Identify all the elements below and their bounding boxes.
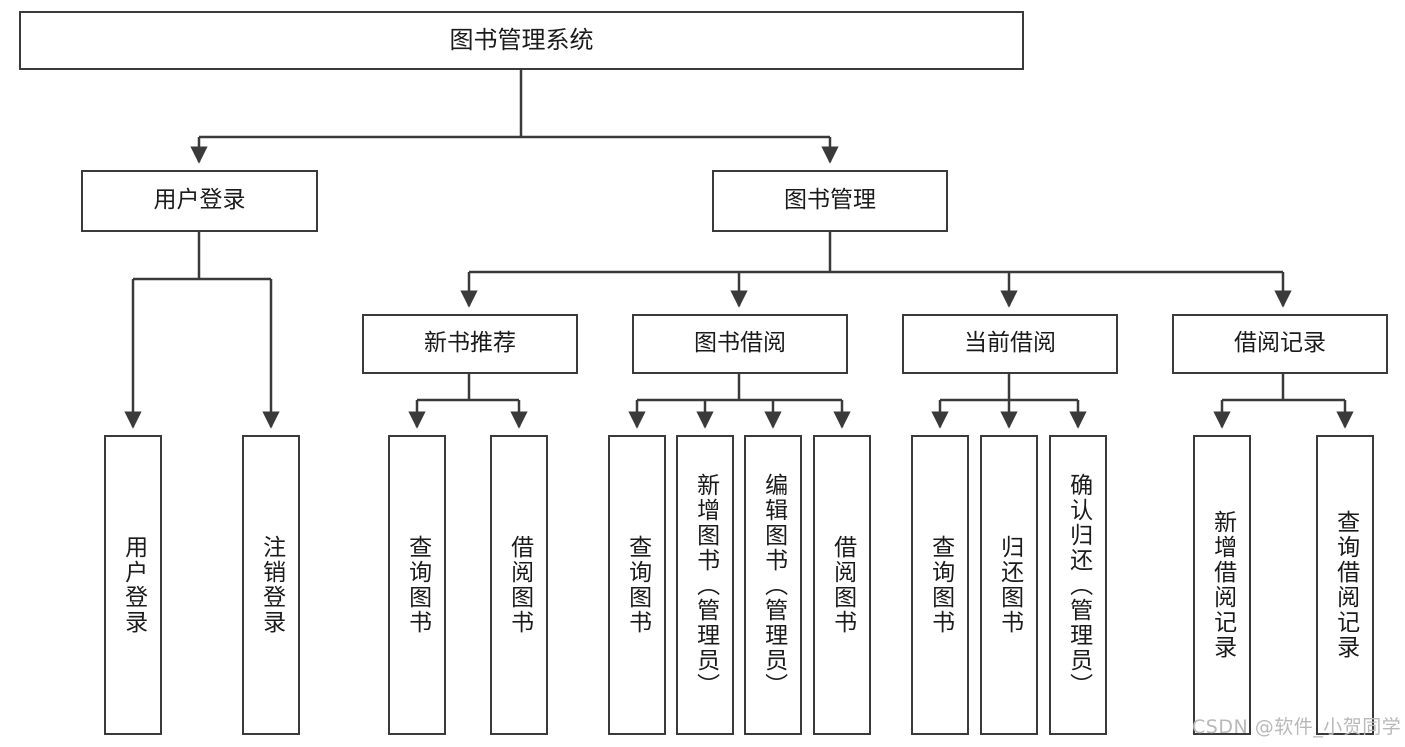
leaf-borrow-edit-book-admin[interactable]: 编辑图书（管理员）: [744, 435, 802, 735]
leaf-new-book-borrow-books[interactable]: 借阅图书: [490, 435, 548, 735]
node-current-borrowing[interactable]: 当前借阅: [902, 314, 1118, 374]
node-label: 确认归还（管理员）: [1065, 472, 1092, 698]
leaf-borrow-add-book-admin[interactable]: 新增图书（管理员）: [676, 435, 734, 735]
node-label: 查询借阅记录: [1332, 510, 1359, 660]
node-book-management[interactable]: 图书管理: [712, 170, 948, 232]
leaf-logout[interactable]: 注销登录: [242, 435, 300, 735]
node-label: 借阅图书: [829, 535, 856, 635]
node-book-borrowing[interactable]: 图书借阅: [632, 314, 848, 374]
node-new-book-recommendation[interactable]: 新书推荐: [362, 314, 578, 374]
node-label: 用户登录: [153, 187, 246, 214]
node-label: 新增借阅记录: [1209, 510, 1236, 660]
leaf-records-add-record[interactable]: 新增借阅记录: [1193, 435, 1251, 735]
leaf-current-confirm-return-admin[interactable]: 确认归还（管理员）: [1049, 435, 1107, 735]
node-label: 当前借阅: [964, 330, 1056, 357]
leaf-new-book-query-books[interactable]: 查询图书: [388, 435, 446, 735]
node-borrowing-records[interactable]: 借阅记录: [1172, 314, 1388, 374]
leaf-current-query-books[interactable]: 查询图书: [911, 435, 969, 735]
node-label: 查询图书: [927, 535, 954, 635]
node-label: 图书管理系统: [449, 26, 594, 55]
node-label: 图书管理: [784, 187, 876, 214]
node-label: 新增图书（管理员）: [692, 472, 719, 698]
node-label: 借阅图书: [506, 535, 533, 635]
leaf-user-login[interactable]: 用户登录: [104, 435, 162, 735]
node-root-book-management-system[interactable]: 图书管理系统: [19, 11, 1024, 70]
leaf-records-query-record[interactable]: 查询借阅记录: [1316, 435, 1374, 735]
leaf-current-return-books[interactable]: 归还图书: [980, 435, 1038, 735]
node-label: 查询图书: [624, 535, 651, 635]
node-label: 新书推荐: [424, 330, 516, 357]
node-label: 归还图书: [996, 535, 1023, 635]
node-label: 编辑图书（管理员）: [760, 472, 787, 698]
node-label: 借阅记录: [1234, 330, 1326, 357]
node-label: 图书借阅: [694, 330, 786, 357]
leaf-borrow-borrow-books[interactable]: 借阅图书: [813, 435, 871, 735]
node-label: 注销登录: [258, 535, 285, 635]
node-label: 用户登录: [120, 535, 147, 635]
leaf-borrow-query-books[interactable]: 查询图书: [608, 435, 666, 735]
node-label: 查询图书: [404, 535, 431, 635]
node-user-login[interactable]: 用户登录: [81, 170, 318, 232]
